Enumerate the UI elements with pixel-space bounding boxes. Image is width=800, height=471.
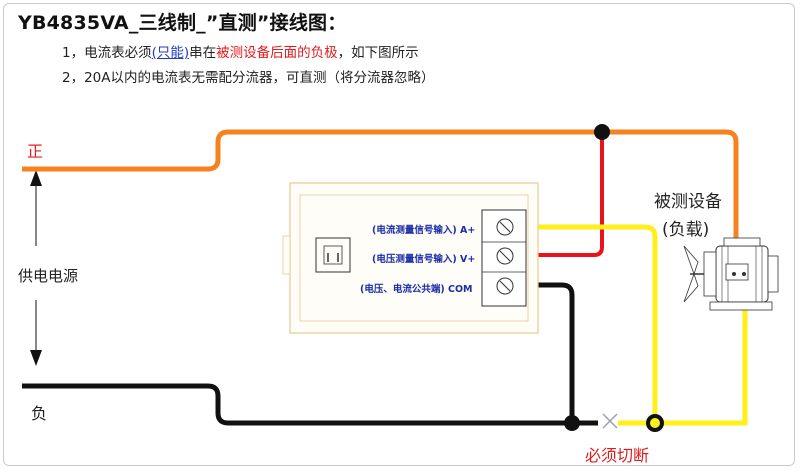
current-wire (500, 224, 658, 423)
fan-icon (683, 245, 704, 303)
note-1-only: (只能) (151, 45, 190, 61)
meter-panel (282, 182, 539, 334)
supply-bracket (30, 170, 42, 366)
arrow-down-icon (30, 350, 42, 366)
load-return-wire (618, 278, 748, 426)
supply-label: 供电电源 (18, 263, 79, 288)
junction-dot-icon (564, 415, 580, 431)
positive-label: 正 (27, 142, 44, 161)
cross-icon (602, 413, 618, 429)
meter-connector-inner (323, 245, 343, 265)
device-label: 被测设备 (654, 192, 722, 212)
meter-inner (299, 194, 529, 322)
terminal-label-a-plus: (电流测量信号输入) A+ (372, 225, 476, 236)
positive-wire (22, 129, 739, 272)
diagram-frame (3, 3, 795, 466)
note-2: 2，20A以内的电流表无需配分流器，可直测（将分流器忽略） (62, 70, 435, 86)
page-title: YB4835VA_三线制_”直测”接线图： (18, 12, 347, 34)
cut-label: 必须切断 (585, 446, 650, 465)
com-wire (500, 282, 575, 423)
screw-terminal-icon (496, 247, 514, 265)
note-1-mid: 串在 (189, 45, 217, 61)
motor-icon (703, 237, 779, 311)
note-1-highlight: 被测设备后面的负极 (216, 45, 338, 61)
negative-label: 负 (31, 404, 48, 423)
screw-terminal-icon (496, 277, 514, 295)
meter-clip-left (282, 235, 291, 275)
terminal-label-com: (电压、电流公共端) COM (360, 284, 473, 295)
load-label: (负载) (662, 220, 710, 240)
arrow-up-icon (30, 170, 42, 186)
voltage-wire (500, 132, 604, 257)
meter-connector (315, 237, 351, 273)
junction-dot-inner (650, 418, 660, 428)
negative-wire (22, 383, 598, 426)
terminal-label-v-plus: (电压测量信号输入) V+ (372, 254, 476, 265)
note-1: 1，电流表必须(只能)串在被测设备后面的负极，如下图所示 (62, 41, 419, 61)
junction-dot-icon (594, 124, 610, 140)
note-1-prefix: 1，电流表必须 (62, 45, 152, 61)
screw-terminal-icon (496, 218, 514, 236)
note-1-suffix: ，如下图所示 (337, 45, 419, 61)
